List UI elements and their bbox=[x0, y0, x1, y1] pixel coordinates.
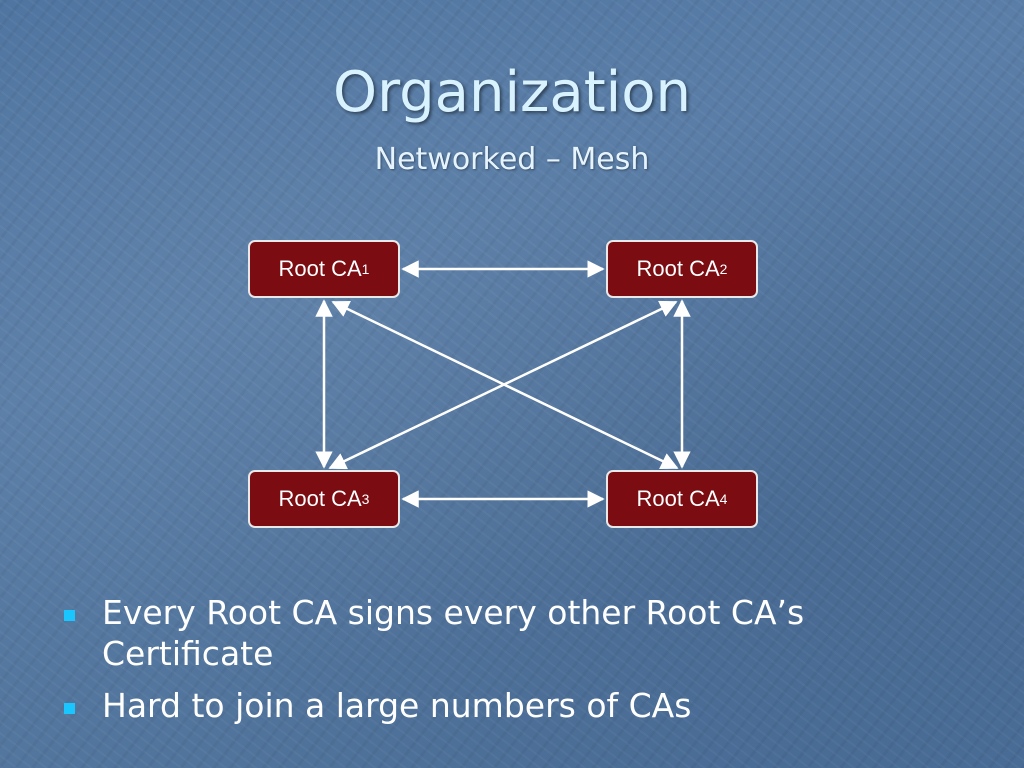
arrow-ca2-ca3 bbox=[328, 300, 678, 470]
slide-subtitle: Networked – Mesh bbox=[374, 142, 650, 177]
node-subscript: 4 bbox=[719, 491, 728, 507]
node-label: Root CA bbox=[278, 256, 362, 281]
node-subscript: 2 bbox=[719, 261, 728, 277]
node-label: Root CA bbox=[636, 256, 720, 281]
slide-title: Organization bbox=[332, 60, 691, 125]
square-bullet-icon bbox=[64, 702, 75, 714]
bullet-text: Every Root CA signs every other Root CA’… bbox=[102, 593, 805, 674]
node-subscript: 3 bbox=[361, 491, 370, 507]
bullet-item: Every Root CA signs every other Root CA’… bbox=[60, 592, 960, 675]
node-label: Root CA bbox=[278, 486, 362, 511]
bullet-list: Every Root CA signs every other Root CA’… bbox=[60, 592, 960, 736]
bullet-item: Hard to join a large numbers of CAs bbox=[60, 685, 960, 726]
bullet-text: Hard to join a large numbers of CAs bbox=[102, 685, 692, 725]
node-label: Root CA bbox=[636, 486, 720, 511]
node-subscript: 1 bbox=[361, 261, 370, 277]
square-bullet-icon bbox=[64, 610, 75, 621]
